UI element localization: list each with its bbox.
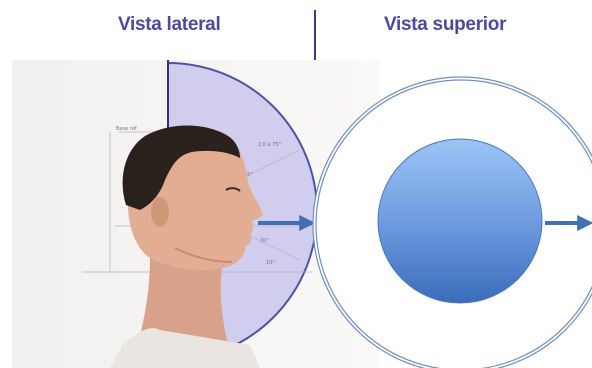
top-view-head-ball <box>378 139 542 303</box>
annotation-bottom: 10° <box>266 260 275 266</box>
annotation-small-b: 30° <box>260 238 269 244</box>
annotation-angle: 2.0 a 75° <box>258 142 282 148</box>
annotation-top: Base ref. <box>116 126 138 132</box>
